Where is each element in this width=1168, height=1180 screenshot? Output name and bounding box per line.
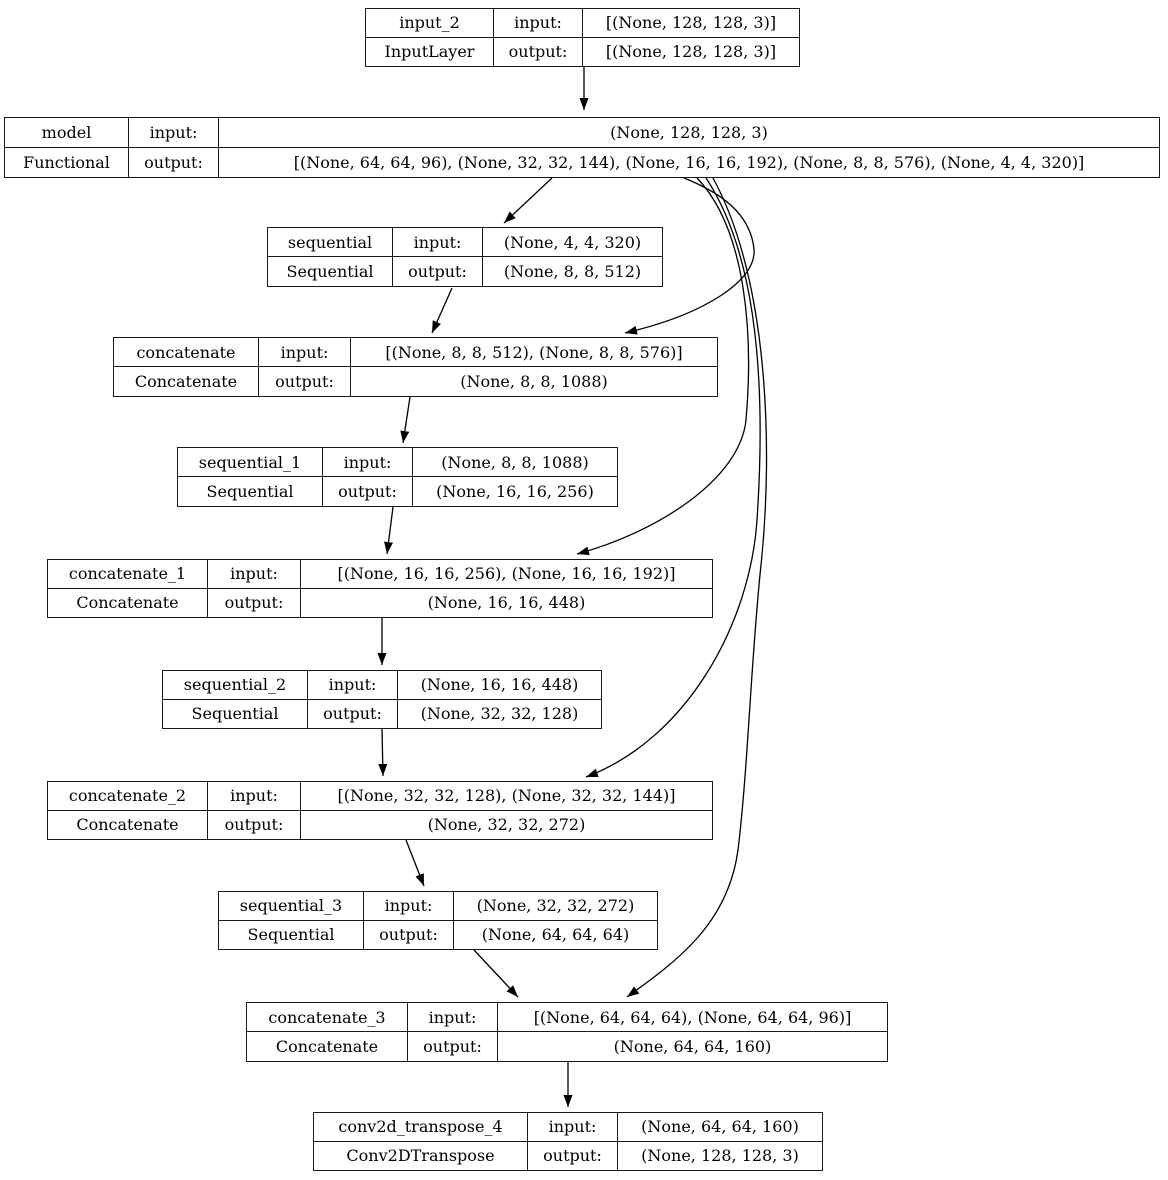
- edge-model-concatenate_2-skip: [585, 177, 761, 778]
- edge-sequential-concatenate: [431, 287, 453, 334]
- layer-type: InputLayer: [366, 37, 494, 66]
- edge-sequential_2-concatenate_2: [378, 728, 388, 777]
- layer-node-concatenate: concatenate input: [(None, 8, 8, 512), (…: [113, 337, 718, 397]
- layer-type: Concatenate: [247, 1032, 408, 1061]
- output-shape: (None, 32, 32, 128): [420, 704, 579, 724]
- edge-sequential_3-concatenate_3: [473, 949, 519, 998]
- layer-type: Functional: [5, 147, 129, 177]
- layer-node-concatenate_3: concatenate_3 input: [(None, 64, 64, 64)…: [246, 1002, 888, 1062]
- edge-sequential_1-concatenate_1: [384, 506, 394, 555]
- output-shape: (None, 8, 8, 512): [503, 262, 642, 281]
- layer-type: Sequential: [219, 920, 364, 949]
- edge-model-concatenate_3-skip: [626, 177, 768, 998]
- output-label: output:: [308, 699, 398, 728]
- input-label: input:: [129, 118, 219, 148]
- layer-node-sequential_2: sequential_2 input: (None, 16, 16, 448) …: [162, 670, 602, 729]
- output-shape: [(None, 128, 128, 3)]: [605, 42, 777, 62]
- input-shape: (None, 4, 4, 320): [483, 228, 662, 257]
- output-label: output:: [393, 257, 483, 286]
- output-label: output:: [494, 37, 583, 66]
- layer-node-sequential_3: sequential_3 input: (None, 32, 32, 272) …: [218, 891, 658, 950]
- output-shape: (None, 128, 128, 3): [641, 1146, 799, 1166]
- layer-node-concatenate_1: concatenate_1 input: [(None, 16, 16, 256…: [47, 559, 713, 618]
- layer-name: sequential_2: [163, 671, 308, 700]
- layer-node-model: model input: (None, 128, 128, 3) Functio…: [4, 117, 1160, 178]
- layer-name: sequential: [268, 228, 393, 257]
- layer-node-input_2: input_2 input: [(None, 128, 128, 3)] Inp…: [365, 8, 800, 67]
- layer-name: conv2d_transpose_4: [314, 1113, 528, 1142]
- output-label: output:: [208, 810, 301, 839]
- edge-concatenate-sequential_1: [400, 396, 411, 444]
- input-label: input:: [208, 782, 301, 811]
- input-label: input:: [323, 448, 413, 477]
- layer-name: concatenate_2: [48, 782, 208, 811]
- layer-node-conv2d_transpose_4: conv2d_transpose_4 input: (None, 64, 64,…: [313, 1112, 823, 1171]
- layer-name: concatenate_3: [247, 1003, 408, 1032]
- input-shape: [(None, 16, 16, 256), (None, 16, 16, 192…: [301, 560, 712, 589]
- layer-name: concatenate_1: [48, 560, 208, 589]
- output-label: output:: [129, 147, 219, 177]
- layer-type: Concatenate: [48, 810, 208, 839]
- input-label: input:: [208, 560, 301, 589]
- output-shape: [(None, 64, 64, 96), (None, 32, 32, 144)…: [293, 152, 1085, 172]
- output-shape: (None, 64, 64, 160): [613, 1037, 772, 1056]
- input-shape: [(None, 64, 64, 64), (None, 64, 64, 96)]: [498, 1003, 887, 1032]
- input-label: input:: [408, 1003, 498, 1032]
- output-shape: (None, 32, 32, 272): [427, 815, 586, 835]
- input-label: input:: [528, 1113, 618, 1142]
- input-shape: (None, 32, 32, 272): [454, 892, 657, 921]
- layer-name: sequential_3: [219, 892, 364, 921]
- input-shape: [(None, 128, 128, 3)]: [583, 9, 799, 38]
- input-shape: (None, 16, 16, 448): [398, 671, 601, 700]
- input-shape: (None, 128, 128, 3): [219, 118, 1159, 148]
- output-label: output:: [528, 1141, 618, 1170]
- layer-type: Sequential: [163, 699, 308, 728]
- input-label: input:: [259, 338, 351, 367]
- layer-type: Sequential: [268, 257, 393, 286]
- edge-model-concatenate_1-skip: [576, 177, 750, 556]
- layer-node-sequential_1: sequential_1 input: (None, 8, 8, 1088) S…: [177, 447, 618, 507]
- layer-name: sequential_1: [178, 448, 323, 477]
- input-label: input:: [494, 9, 583, 38]
- layer-type: Sequential: [178, 477, 323, 506]
- input-shape: [(None, 32, 32, 128), (None, 32, 32, 144…: [301, 782, 712, 811]
- layer-node-concatenate_2: concatenate_2 input: [(None, 32, 32, 128…: [47, 781, 713, 840]
- input-label: input:: [393, 228, 483, 257]
- input-label: input:: [364, 892, 454, 921]
- layer-type: Conv2DTranspose: [314, 1141, 528, 1170]
- output-shape: (None, 8, 8, 1088): [460, 372, 608, 391]
- input-label: input:: [308, 671, 398, 700]
- output-shape: (None, 16, 16, 448): [427, 593, 586, 613]
- input-shape: (None, 8, 8, 1088): [413, 448, 617, 477]
- output-label: output:: [323, 477, 413, 506]
- output-shape: (None, 16, 16, 256): [436, 482, 594, 501]
- output-shape: (None, 64, 64, 64): [481, 925, 630, 945]
- layer-type: Concatenate: [48, 588, 208, 617]
- layer-name: input_2: [366, 9, 494, 38]
- layer-node-sequential: sequential input: (None, 4, 4, 320) Sequ…: [267, 227, 663, 287]
- layer-name: concatenate: [114, 338, 259, 367]
- edge-concatenate_2-sequential_3: [405, 839, 425, 887]
- input-shape: (None, 64, 64, 160): [618, 1113, 822, 1142]
- layer-name: model: [5, 118, 129, 148]
- edge-model-sequential: [503, 177, 553, 224]
- output-label: output:: [259, 367, 351, 396]
- output-label: output:: [408, 1032, 498, 1061]
- layer-type: Concatenate: [114, 367, 259, 396]
- output-label: output:: [364, 920, 454, 949]
- output-label: output:: [208, 588, 301, 617]
- input-shape: [(None, 8, 8, 512), (None, 8, 8, 576)]: [351, 338, 717, 367]
